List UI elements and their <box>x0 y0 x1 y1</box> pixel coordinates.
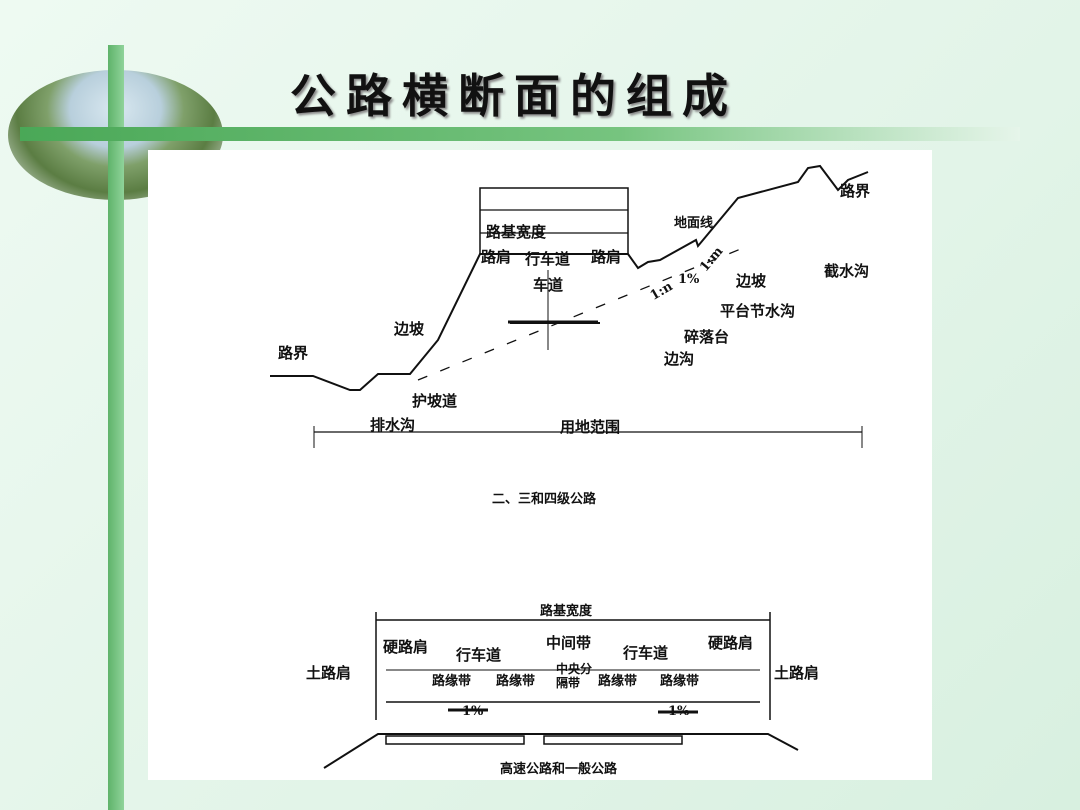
d2-soil-shoulder-left: 土路肩 <box>306 664 352 682</box>
d1-ground-line: 地面线 <box>674 216 714 231</box>
diagram2-lines <box>323 612 799 769</box>
d1-boundary-right: 路界 <box>840 182 871 200</box>
d1-boundary-left: 路界 <box>278 344 309 362</box>
d1-grade: 1% <box>678 272 700 287</box>
d1-intercept-ditch: 截水沟 <box>824 262 870 280</box>
d1-shoulder-right: 路肩 <box>591 248 622 266</box>
d2-edge-strip-4: 路缘带 <box>660 674 700 689</box>
slide-title: 公路横断面的组成 <box>290 69 738 123</box>
d2-lane-left: 行车道 <box>456 646 502 664</box>
d1-berm: 护坡道 <box>412 392 458 410</box>
d1-caption: 二、三和四级公路 <box>492 492 597 507</box>
d2-grade-right: 1% <box>668 704 690 719</box>
d1-slope-left: 边坡 <box>394 320 425 338</box>
decorative-horizontal-bar <box>20 127 1020 141</box>
d2-median: 中间带 <box>546 634 592 652</box>
d1-drain-ditch: 排水沟 <box>370 416 416 434</box>
d2-edge-strip-2: 路缘带 <box>496 674 536 689</box>
d2-lane-right: 行车道 <box>623 644 669 662</box>
d2-hard-shoulder-right: 硬路肩 <box>708 634 754 652</box>
d1-lane: 行车道 <box>525 250 571 268</box>
d2-edge-strip-3: 路缘带 <box>598 674 638 689</box>
d2-hard-shoulder-left: 硬路肩 <box>383 638 429 656</box>
diagram-panel: 路基宽度 路肩 行车道 路肩 车道 地面线 路界 截水沟 边坡 平台节水沟 碎落… <box>148 150 932 780</box>
d1-subgrade-width: 路基宽度 <box>486 223 547 241</box>
d1-land-range: 用地范围 <box>560 418 621 436</box>
d1-side-ditch: 边沟 <box>664 350 695 368</box>
d1-debris-platform: 碎落台 <box>684 328 730 346</box>
ground-line <box>417 245 749 381</box>
d2-subgrade-width: 路基宽度 <box>540 604 593 619</box>
d2-caption: 高速公路和一般公路 <box>500 762 618 777</box>
d1-slope-right: 边坡 <box>736 272 767 290</box>
cross-section-drawing <box>270 164 869 769</box>
d2-edge-strip-1: 路缘带 <box>432 674 472 689</box>
d1-platform-ditch: 平台节水沟 <box>720 302 796 320</box>
d2-soil-shoulder-right: 土路肩 <box>774 664 820 682</box>
d1-carriageway: 车道 <box>533 276 564 294</box>
decorative-vertical-bar <box>108 45 124 810</box>
d2-grade-left: 1% <box>462 704 484 719</box>
d2-central-divider: 中央分隔带 <box>556 662 593 690</box>
d1-shoulder-left: 路肩 <box>481 248 512 266</box>
diagram1-lines <box>270 164 869 391</box>
